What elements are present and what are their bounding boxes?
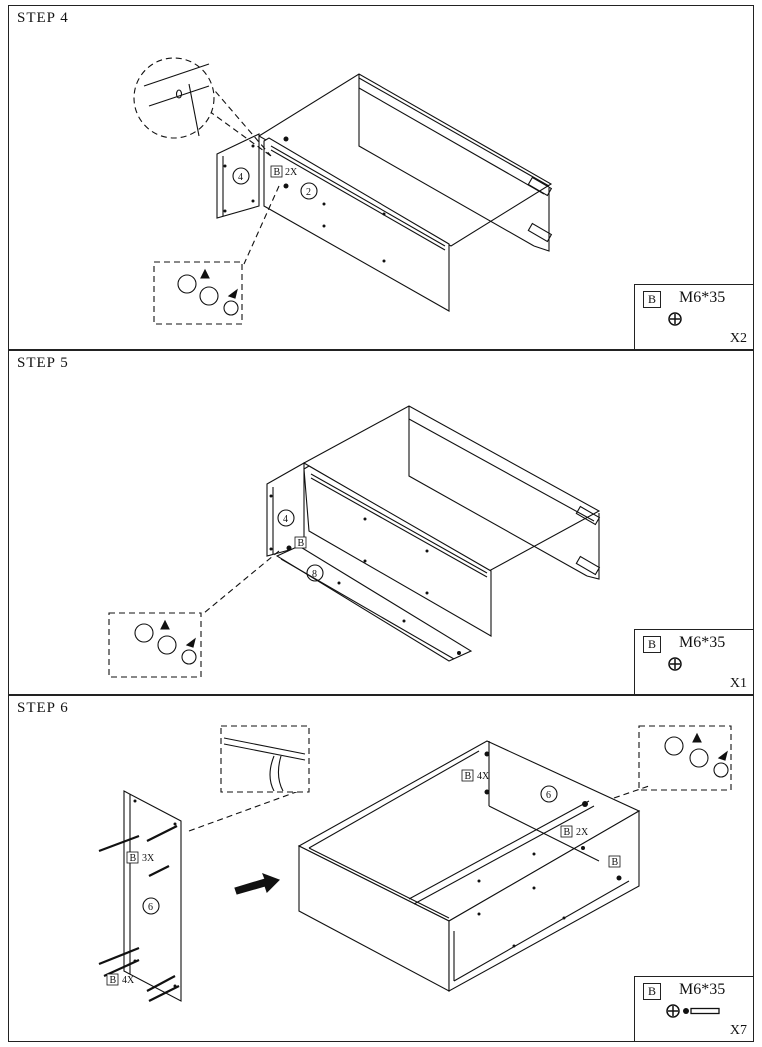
step-4-illustration: 4 2 B 2X [133, 57, 553, 325]
part-number-label: 8 [312, 569, 317, 580]
part-number-label: 6 [148, 902, 153, 913]
step-4-panel: STEP 4 [8, 5, 754, 350]
hardware-letter: B [643, 983, 661, 1000]
callout-qty: 4X [477, 771, 490, 782]
side-panel-6 [123, 790, 182, 1002]
callout-qty: 2X [576, 827, 589, 838]
hardware-size: M6*35 [679, 289, 726, 306]
callout-qty: 3X [142, 853, 155, 864]
callout-letter: B [298, 538, 305, 549]
cam-lock-icon [668, 312, 682, 326]
callout-letter: B [612, 857, 619, 868]
step-title: STEP 4 [17, 10, 69, 26]
hardware-size: M6*35 [679, 981, 726, 998]
callout-letter: B [130, 853, 137, 864]
hardware-box: B M6*35 X2 [634, 284, 753, 349]
step-5-panel: STEP 5 [8, 350, 754, 695]
hardware-quantity: X7 [729, 1023, 747, 1038]
hardware-quantity: X1 [729, 676, 747, 691]
callout-letter: B [274, 167, 281, 178]
bottom-rail-8 [275, 545, 473, 662]
hardware-box: B M6*35 X7 [634, 976, 753, 1041]
step-6-illustration: 6 6 B 3X B 4X B 4X B 2X B [98, 725, 732, 1002]
front-panel [303, 465, 492, 637]
front-panel-2 [263, 137, 450, 312]
step-title: STEP 6 [17, 700, 69, 716]
callout-qty: 2X [285, 167, 298, 178]
cam-lock-icon [668, 657, 682, 671]
part-number-label: 6 [546, 790, 551, 801]
step-6-panel: STEP 6 [8, 695, 754, 1042]
part-number-label: 4 [283, 514, 288, 525]
callout-letter: B [465, 771, 472, 782]
step-5-illustration: 4 8 B [108, 405, 601, 678]
hardware-box: B M6*35 X1 [634, 629, 753, 694]
cam-lock-and-bolt-icon [666, 1004, 720, 1018]
part-number-label: 4 [238, 172, 243, 183]
hardware-quantity: X2 [729, 331, 747, 346]
part-number-label: 2 [306, 187, 311, 198]
callout-letter: B [110, 975, 117, 986]
step-title: STEP 5 [17, 355, 69, 371]
side-panel-4 [216, 133, 260, 219]
callout-letter: B [564, 827, 571, 838]
hardware-size: M6*35 [679, 634, 726, 651]
hardware-letter: B [643, 636, 661, 653]
callout-qty: 4X [122, 975, 135, 986]
hardware-letter: B [643, 291, 661, 308]
